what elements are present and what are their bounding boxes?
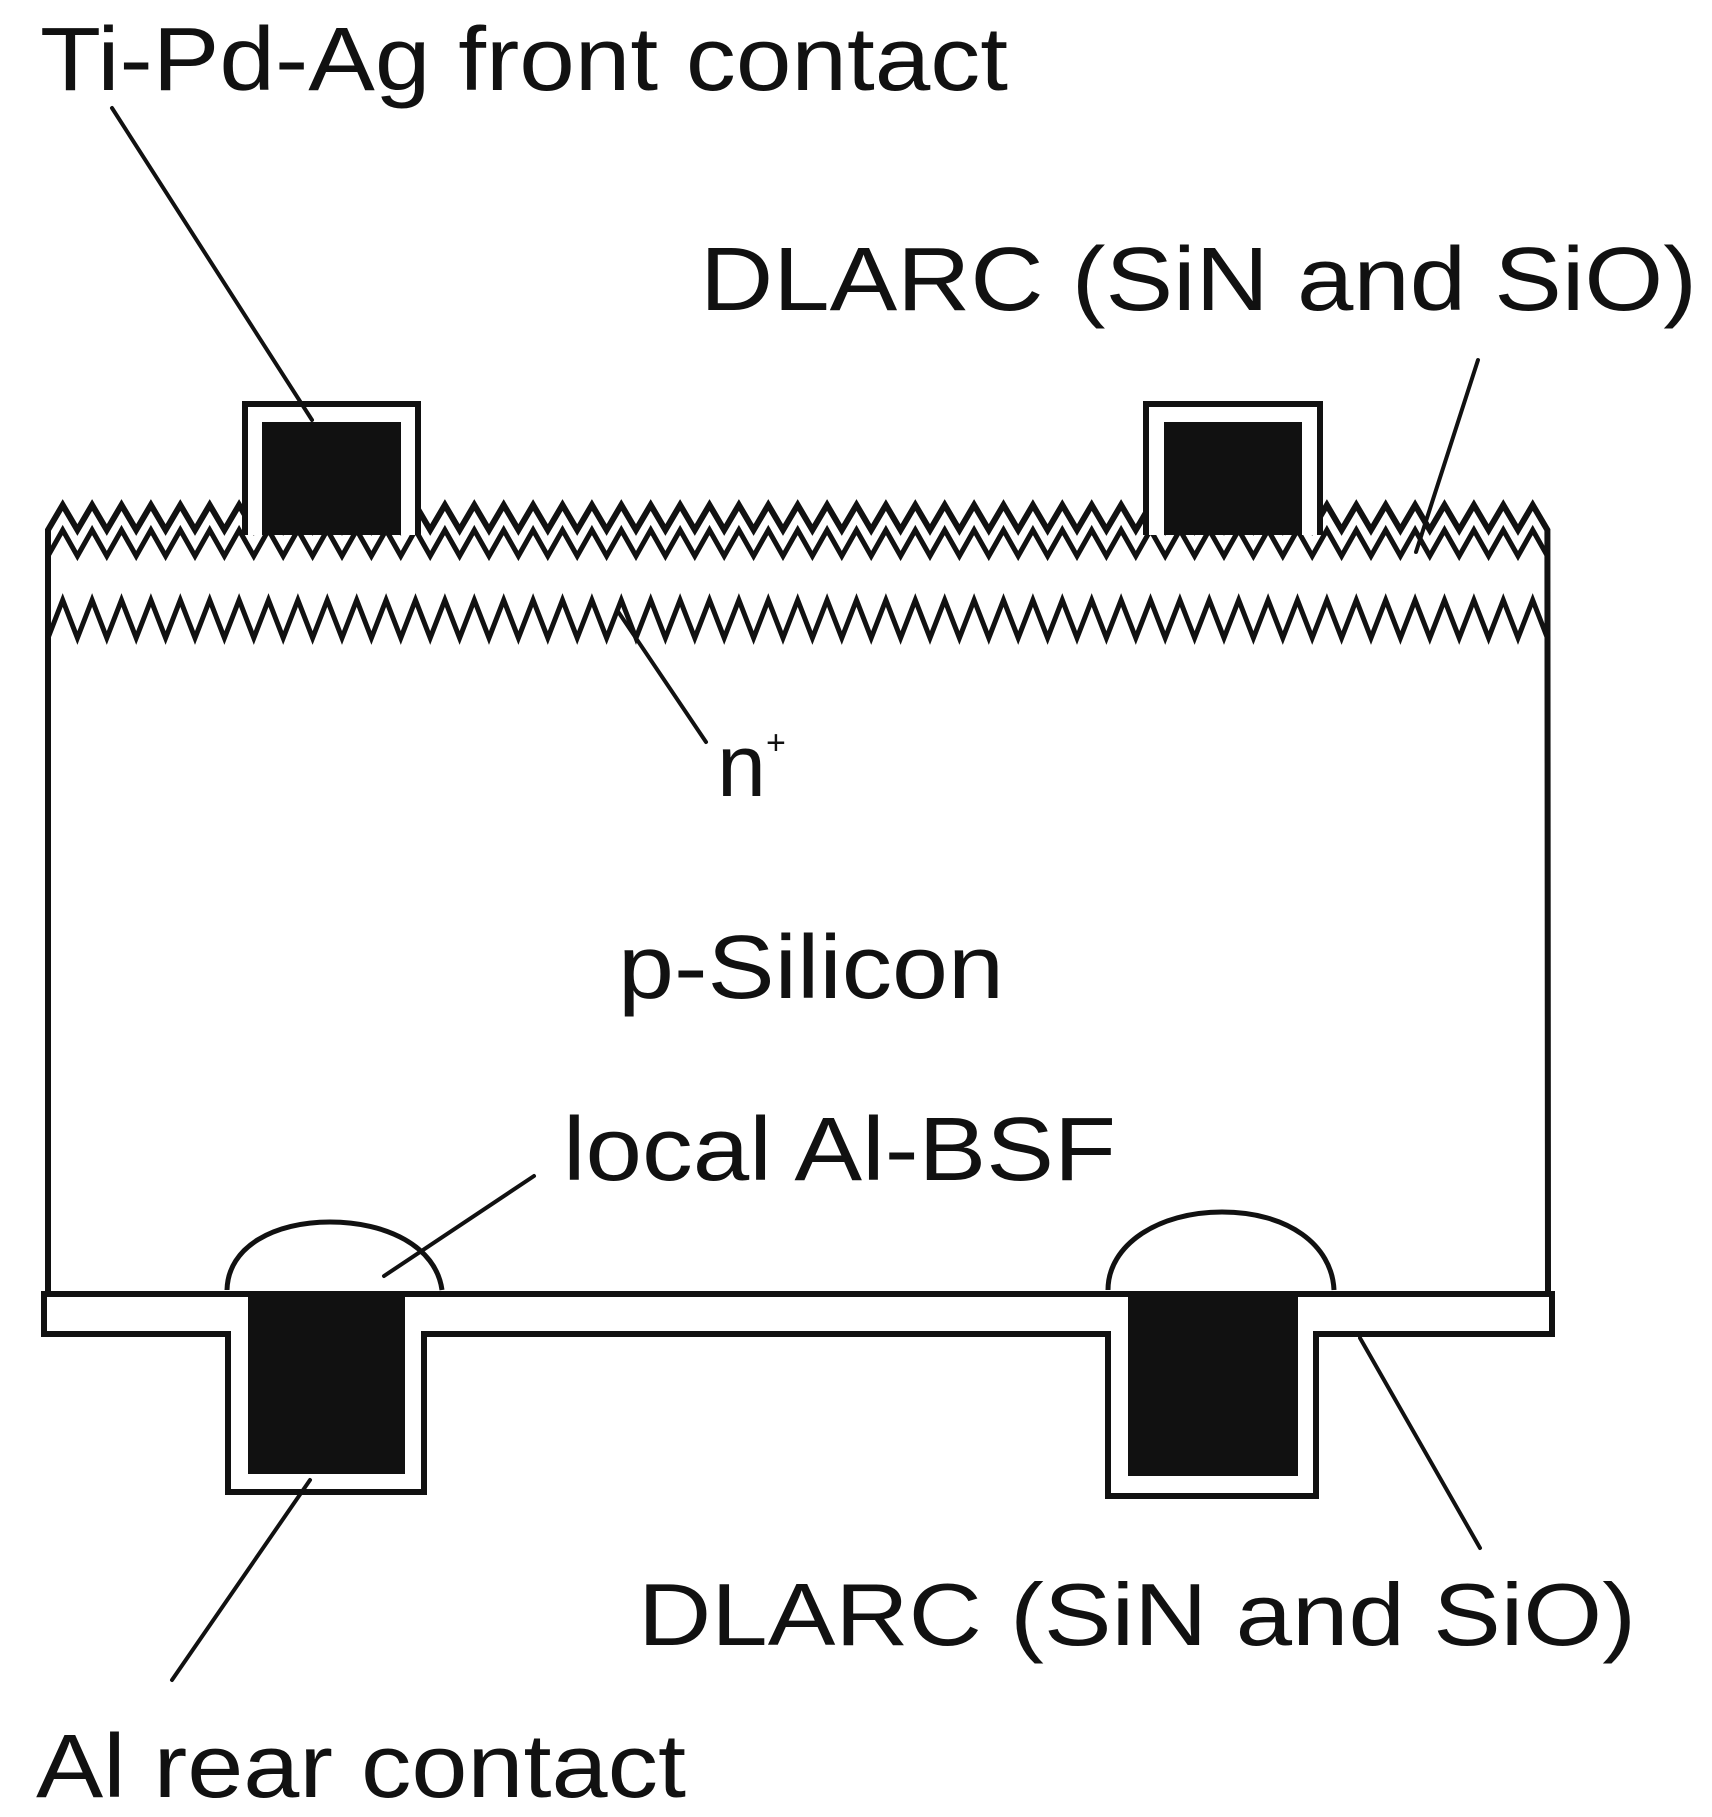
leader-rear-contact xyxy=(170,1478,312,1682)
label-front-contact: Ti-Pd-Ag front contact xyxy=(40,10,1008,110)
label-dlarc-top: DLARC (SiN and SiO) xyxy=(700,230,1697,330)
leader-dlarc-top xyxy=(1414,358,1480,554)
leader-front-contact xyxy=(110,106,314,422)
leader-n-plus xyxy=(615,608,708,744)
front-contact-right xyxy=(1143,401,1323,535)
rear-contact-right xyxy=(1128,1294,1298,1476)
n-plus-junction-line xyxy=(45,593,1550,645)
local-al-bsf-right xyxy=(1105,1209,1337,1291)
label-n-plus-superscript: + xyxy=(766,724,786,762)
label-dlarc-bottom: DLARC (SiN and SiO) xyxy=(638,1565,1636,1664)
rear-contact-left xyxy=(248,1294,405,1474)
leader-local-bsf xyxy=(382,1174,536,1278)
label-p-silicon: p-Silicon xyxy=(618,918,1004,1018)
front-contact-left xyxy=(242,401,421,535)
label-rear-contact: Al rear contact xyxy=(36,1717,686,1817)
label-n-plus: n+ xyxy=(717,716,786,815)
label-n-plus-base: n xyxy=(717,716,766,815)
label-local-bsf: local Al-BSF xyxy=(563,1100,1116,1200)
leader-dlarc-bottom xyxy=(1358,1336,1482,1550)
